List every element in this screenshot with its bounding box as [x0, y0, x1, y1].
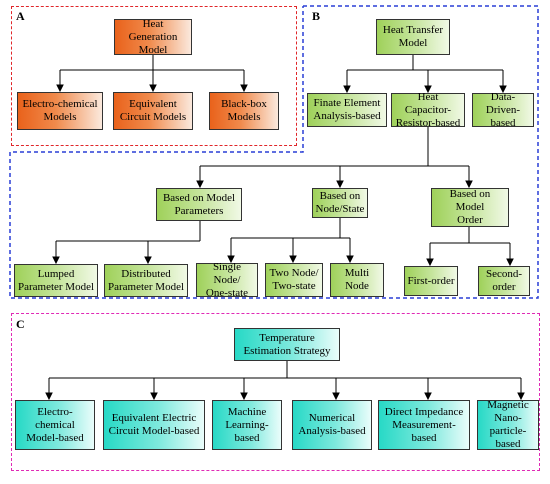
panel-a-tag: A: [16, 9, 25, 23]
panel-a-frame: [11, 6, 297, 146]
group-node-state-node: Based on Node/State: [312, 188, 368, 218]
equivalent-circuit-models-node: Equivalent Circuit Models: [113, 92, 193, 130]
second-order-node: Second- order: [478, 266, 530, 296]
panel-b-tag: B: [312, 9, 321, 23]
first-order-node: First-order: [404, 266, 458, 296]
electro-chemical-models-node: Electro-chemical Models: [17, 92, 103, 130]
magnetic-nano-particle-node: Magnetic Nano-particle- based: [477, 399, 539, 450]
electro-chemical-model-based-node: Electro-chemical Model-based: [15, 400, 95, 450]
machine-learning-based-node: Machine Learning-based: [212, 400, 282, 450]
group-model-order-node: Based on Model Order: [431, 188, 509, 227]
heat-capacitor-resistor-node: Heat Capacitor- Resistor-based: [391, 91, 465, 129]
lumped-parameter-model-node: Lumped Parameter Model: [14, 264, 98, 297]
multi-node-node: Multi Node: [330, 263, 384, 297]
equivalent-electric-circuit-node: Equivalent Electric Circuit Model-based: [103, 400, 205, 450]
panel-c-frame: [11, 313, 540, 471]
single-node-one-state-node: Single Node/ One-state: [196, 261, 258, 299]
direct-impedance-measurement-node: Direct Impedance Measurement- based: [378, 400, 470, 450]
distributed-parameter-model-node: Distributed Parameter Model: [104, 264, 188, 297]
heat-transfer-model-node: Heat Transfer Model: [376, 19, 450, 55]
numerical-analysis-based-node: Numerical Analysis-based: [292, 400, 372, 450]
group-model-parameters-node: Based on Model Parameters: [156, 188, 242, 221]
finite-element-analysis-node: Finate Element Analysis-based: [307, 93, 387, 127]
temperature-estimation-strategy-node: Temperature Estimation Strategy: [234, 328, 340, 361]
black-box-models-node: Black-box Models: [209, 92, 279, 130]
heat-generation-model-node: Heat Generation Model: [114, 18, 192, 56]
panel-c-tag: C: [16, 317, 25, 331]
two-node-two-state-node: Two Node/ Two-state: [265, 263, 323, 297]
data-driven-node: Data-Driven- based: [472, 91, 534, 129]
